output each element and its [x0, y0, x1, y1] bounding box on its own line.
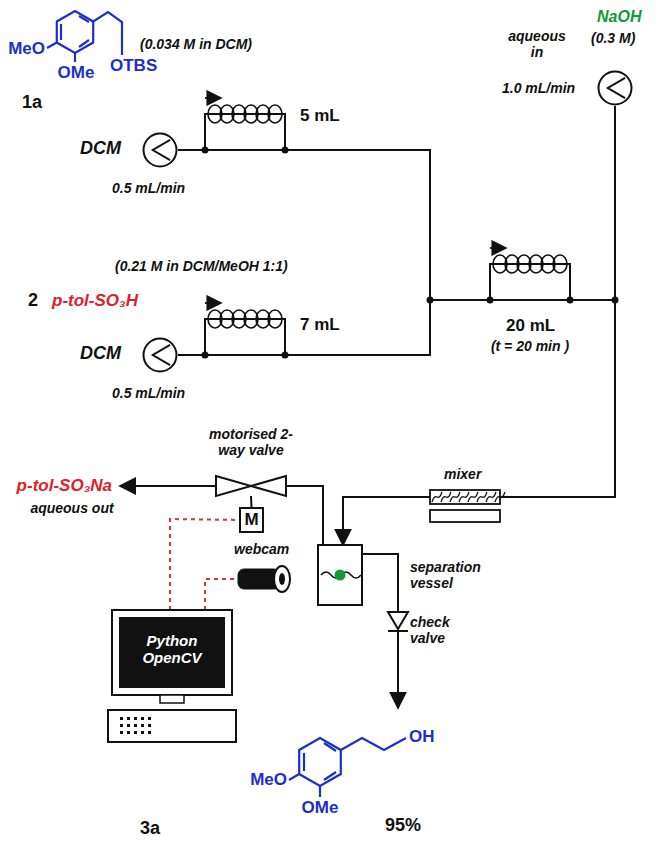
label: (0.21 M in DCM/MeOH 1:1)	[115, 258, 288, 274]
static-mixer: mixer	[430, 490, 500, 524]
node-label: M	[240, 510, 263, 530]
pump: aqueous inNaOH(0.3 M)1.0 mL/min	[597, 70, 633, 106]
label: OTBS	[110, 56, 157, 76]
flow-line	[500, 106, 615, 497]
pump: DCM0.5 mL/min	[142, 132, 178, 168]
node-label: check valve	[410, 614, 466, 646]
node-label: 20 mL	[506, 316, 555, 336]
pump: DCM0.5 mL/min	[142, 337, 178, 373]
node-label: mixer	[444, 466, 481, 482]
webcam: webcam	[238, 565, 292, 593]
label: (0.034 M in DCM)	[140, 36, 252, 52]
sample-loop-coil-shape	[205, 100, 285, 158]
pump-shape	[597, 70, 633, 106]
flow-line	[500, 300, 615, 497]
pump-shape	[142, 132, 178, 168]
node-label: 7 mL	[300, 315, 340, 335]
separation-vessel-shape	[318, 545, 362, 605]
label: 95%	[385, 815, 421, 836]
node-label: DCM	[80, 343, 121, 364]
node-label: aqueous in	[505, 28, 569, 60]
flow-line	[285, 150, 490, 300]
label: MeO	[245, 770, 287, 790]
check-valve: check valve	[388, 612, 408, 632]
label: p-tol-SO₃H	[52, 291, 138, 311]
label: 3a	[140, 818, 160, 839]
node-label: motorised 2-way valve	[206, 426, 296, 458]
flow-line	[343, 497, 430, 545]
node-label: 1.0 mL/min	[502, 80, 575, 96]
node-label: Python OpenCV	[132, 632, 212, 667]
flow-line	[178, 354, 205, 356]
flow-line	[250, 496, 253, 508]
static-mixer-shape	[430, 490, 500, 524]
two-way-valve-shape	[216, 476, 286, 496]
reactor-coil-shape	[490, 250, 570, 308]
flow-line	[286, 486, 323, 545]
check-valve-shape	[388, 612, 408, 632]
node-label: webcam	[234, 541, 289, 557]
two-way-valve: motorised 2-way valve	[216, 476, 286, 496]
node-label: 0.5 mL/min	[112, 385, 185, 401]
label: MeO	[3, 39, 45, 59]
valve-motor: M	[240, 508, 263, 532]
flow-line	[285, 300, 490, 355]
sample-loop-coil: 7 mL	[205, 305, 285, 363]
node-label: (0.3 M)	[591, 30, 635, 46]
computer: Python OpenCV	[112, 610, 232, 745]
label: 2	[28, 290, 38, 311]
sample-loop-coil: 5 mL	[205, 100, 285, 158]
label: aqueous out	[30, 500, 114, 516]
aqueous-outlet	[120, 485, 216, 487]
sample-loop-coil-shape	[205, 305, 285, 363]
webcam-shape	[238, 565, 292, 593]
computer-shape	[112, 610, 232, 745]
node-label: 5 mL	[300, 106, 340, 126]
node-label: NaOH	[597, 8, 641, 26]
label: OH	[409, 727, 435, 747]
signal-line	[170, 519, 240, 610]
separation-vessel: separation vessel	[318, 545, 362, 605]
structure-3a	[289, 738, 406, 797]
flow-line	[362, 554, 398, 612]
structure-1a	[47, 11, 122, 62]
product-outlet	[397, 632, 399, 708]
signal-line	[205, 579, 238, 610]
label: OMe	[300, 798, 340, 818]
node-label: 0.5 mL/min	[112, 180, 185, 196]
reactor-coil: 20 mL(t = 20 min )	[490, 250, 570, 308]
node-label: separation vessel	[410, 559, 506, 591]
label: p-tol-SO₃Na	[4, 476, 112, 496]
node-label: DCM	[80, 138, 121, 159]
label: OMe	[56, 63, 96, 83]
node-label: (t = 20 min )	[478, 338, 582, 354]
flow-line	[178, 149, 205, 151]
pump-shape	[142, 337, 178, 373]
label: 1a	[22, 92, 42, 113]
